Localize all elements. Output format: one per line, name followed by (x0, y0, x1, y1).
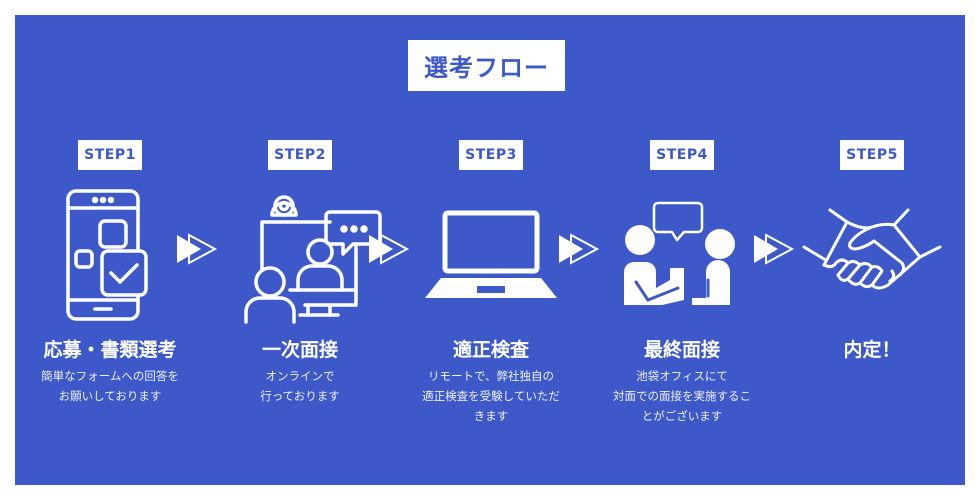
double-arrow-right-icon (754, 233, 795, 265)
step-badge: STEP1 (78, 140, 142, 170)
double-arrow-right-icon (177, 233, 218, 265)
step-badge: STEP5 (840, 140, 904, 170)
step-badge: STEP2 (268, 140, 332, 170)
step-description: リモートで、弊社独自の 適正検査を受験していただ きます (422, 369, 560, 423)
step-title: 応募・書類選考 (43, 339, 177, 361)
step-1: STEP1 応募・書類選考 簡単なフォームへの回答を お願いしております (15, 140, 205, 406)
step-description: 池袋オフィスにて 対面での面接を実施するこ とがございます (613, 369, 751, 423)
handshake-icon (797, 185, 947, 325)
laptop-icon (416, 185, 566, 325)
step-description: オンラインで 行っております (260, 369, 340, 403)
smartphone-form-check-icon (35, 185, 185, 325)
step-title: 最終面接 (643, 339, 720, 361)
face-to-face-interview-icon (607, 185, 757, 325)
online-meeting-icon (225, 185, 382, 325)
step-2: STEP2 一次面接 オンラインで (205, 140, 395, 406)
step-description: 簡単なフォームへの回答を お願いしております (41, 369, 179, 403)
step-4: STEP4 最終面接 池袋オフィスにて 対面での面接を実施するこ とがございます (587, 140, 777, 426)
step-badge: STEP4 (650, 140, 714, 170)
double-arrow-right-icon (369, 233, 410, 265)
step-title: 内定！ (843, 339, 901, 361)
step-3: STEP3 適正検査 リモートで、弊社独自の 適正検査を受験していただ きます (396, 140, 586, 426)
step-badge: STEP3 (459, 140, 523, 170)
step-5: STEP5 内定！ (777, 140, 967, 361)
flow-title: 選考フロー (424, 54, 549, 82)
step-title: 適正検査 (452, 339, 529, 361)
double-arrow-right-icon (559, 233, 600, 265)
flow-title-box: 選考フロー (408, 40, 565, 91)
step-title: 一次面接 (261, 339, 338, 361)
